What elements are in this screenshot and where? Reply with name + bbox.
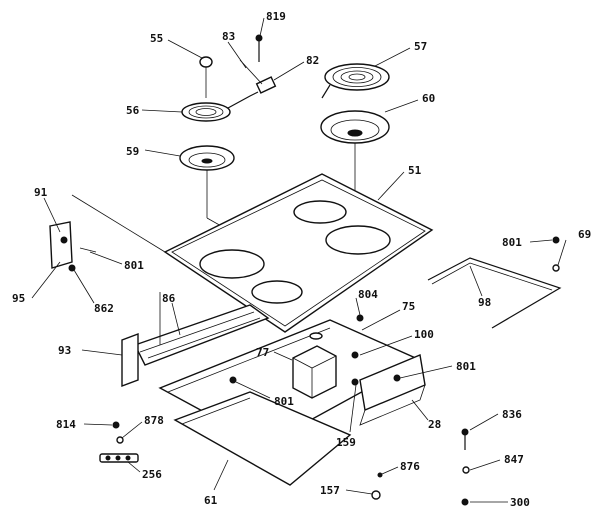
part-drip-pan-59 [179,145,235,171]
callout-69: 69 [578,228,591,241]
callout-876: 876 [400,460,420,473]
callout-labels: 55 83 819 57 82 56 60 59 51 91 801 95 86… [12,10,591,509]
callout-86: 86 [162,292,176,305]
callout-91: 91 [34,186,48,199]
callout-801-mid-right: 801 [456,360,476,373]
callout-60: 60 [422,92,435,105]
callout-61: 61 [204,494,218,507]
callout-819: 819 [266,10,286,23]
callout-878: 878 [144,414,164,427]
callout-93: 93 [58,344,71,357]
callout-100: 100 [414,328,434,341]
part-side-bracket-95 [49,194,166,272]
part-bracket-28 [359,354,426,426]
callout-59: 59 [126,145,139,158]
callout-804: 804 [358,288,378,301]
callout-814: 814 [56,418,76,431]
leader-lines [31,17,567,503]
callout-55: 55 [150,32,163,45]
callout-159: 159 [336,436,356,449]
part-cooktop-51 [163,173,434,333]
part-burner-coil-57 [321,63,390,99]
part-burner-coil-56 [181,91,259,122]
callout-300: 300 [510,496,530,509]
callout-56: 56 [126,104,140,117]
callout-801-left: 801 [124,259,144,272]
callout-95: 95 [12,292,25,305]
callout-801-right: 801 [502,236,522,249]
callout-83: 83 [222,30,235,43]
part-drip-pan-60 [320,110,390,144]
callout-75: 75 [402,300,415,313]
part-switch-77 [292,332,337,399]
callout-256: 256 [142,468,162,481]
part-bottom-pan-61 [173,391,352,486]
part-burner-box-86 [134,292,270,366]
callout-82: 82 [306,54,319,67]
callout-51: 51 [408,164,422,177]
callout-57: 57 [414,40,427,53]
callout-157: 157 [320,484,340,497]
part-terminal-block-256 [99,453,139,463]
part-rod-98 [427,257,562,329]
part-knob-55 [199,56,213,98]
part-rear-panel-93 [121,332,139,388]
part-screw-819 [255,34,263,62]
callout-28: 28 [428,418,441,431]
callout-836: 836 [502,408,522,421]
callout-862: 862 [94,302,114,315]
callout-801-center: 801 [274,395,294,408]
callout-98: 98 [478,296,491,309]
callout-847: 847 [504,453,524,466]
part-receptacle-82 [239,59,277,94]
callout-77: 77 [256,346,269,359]
part-hardware [112,236,560,506]
